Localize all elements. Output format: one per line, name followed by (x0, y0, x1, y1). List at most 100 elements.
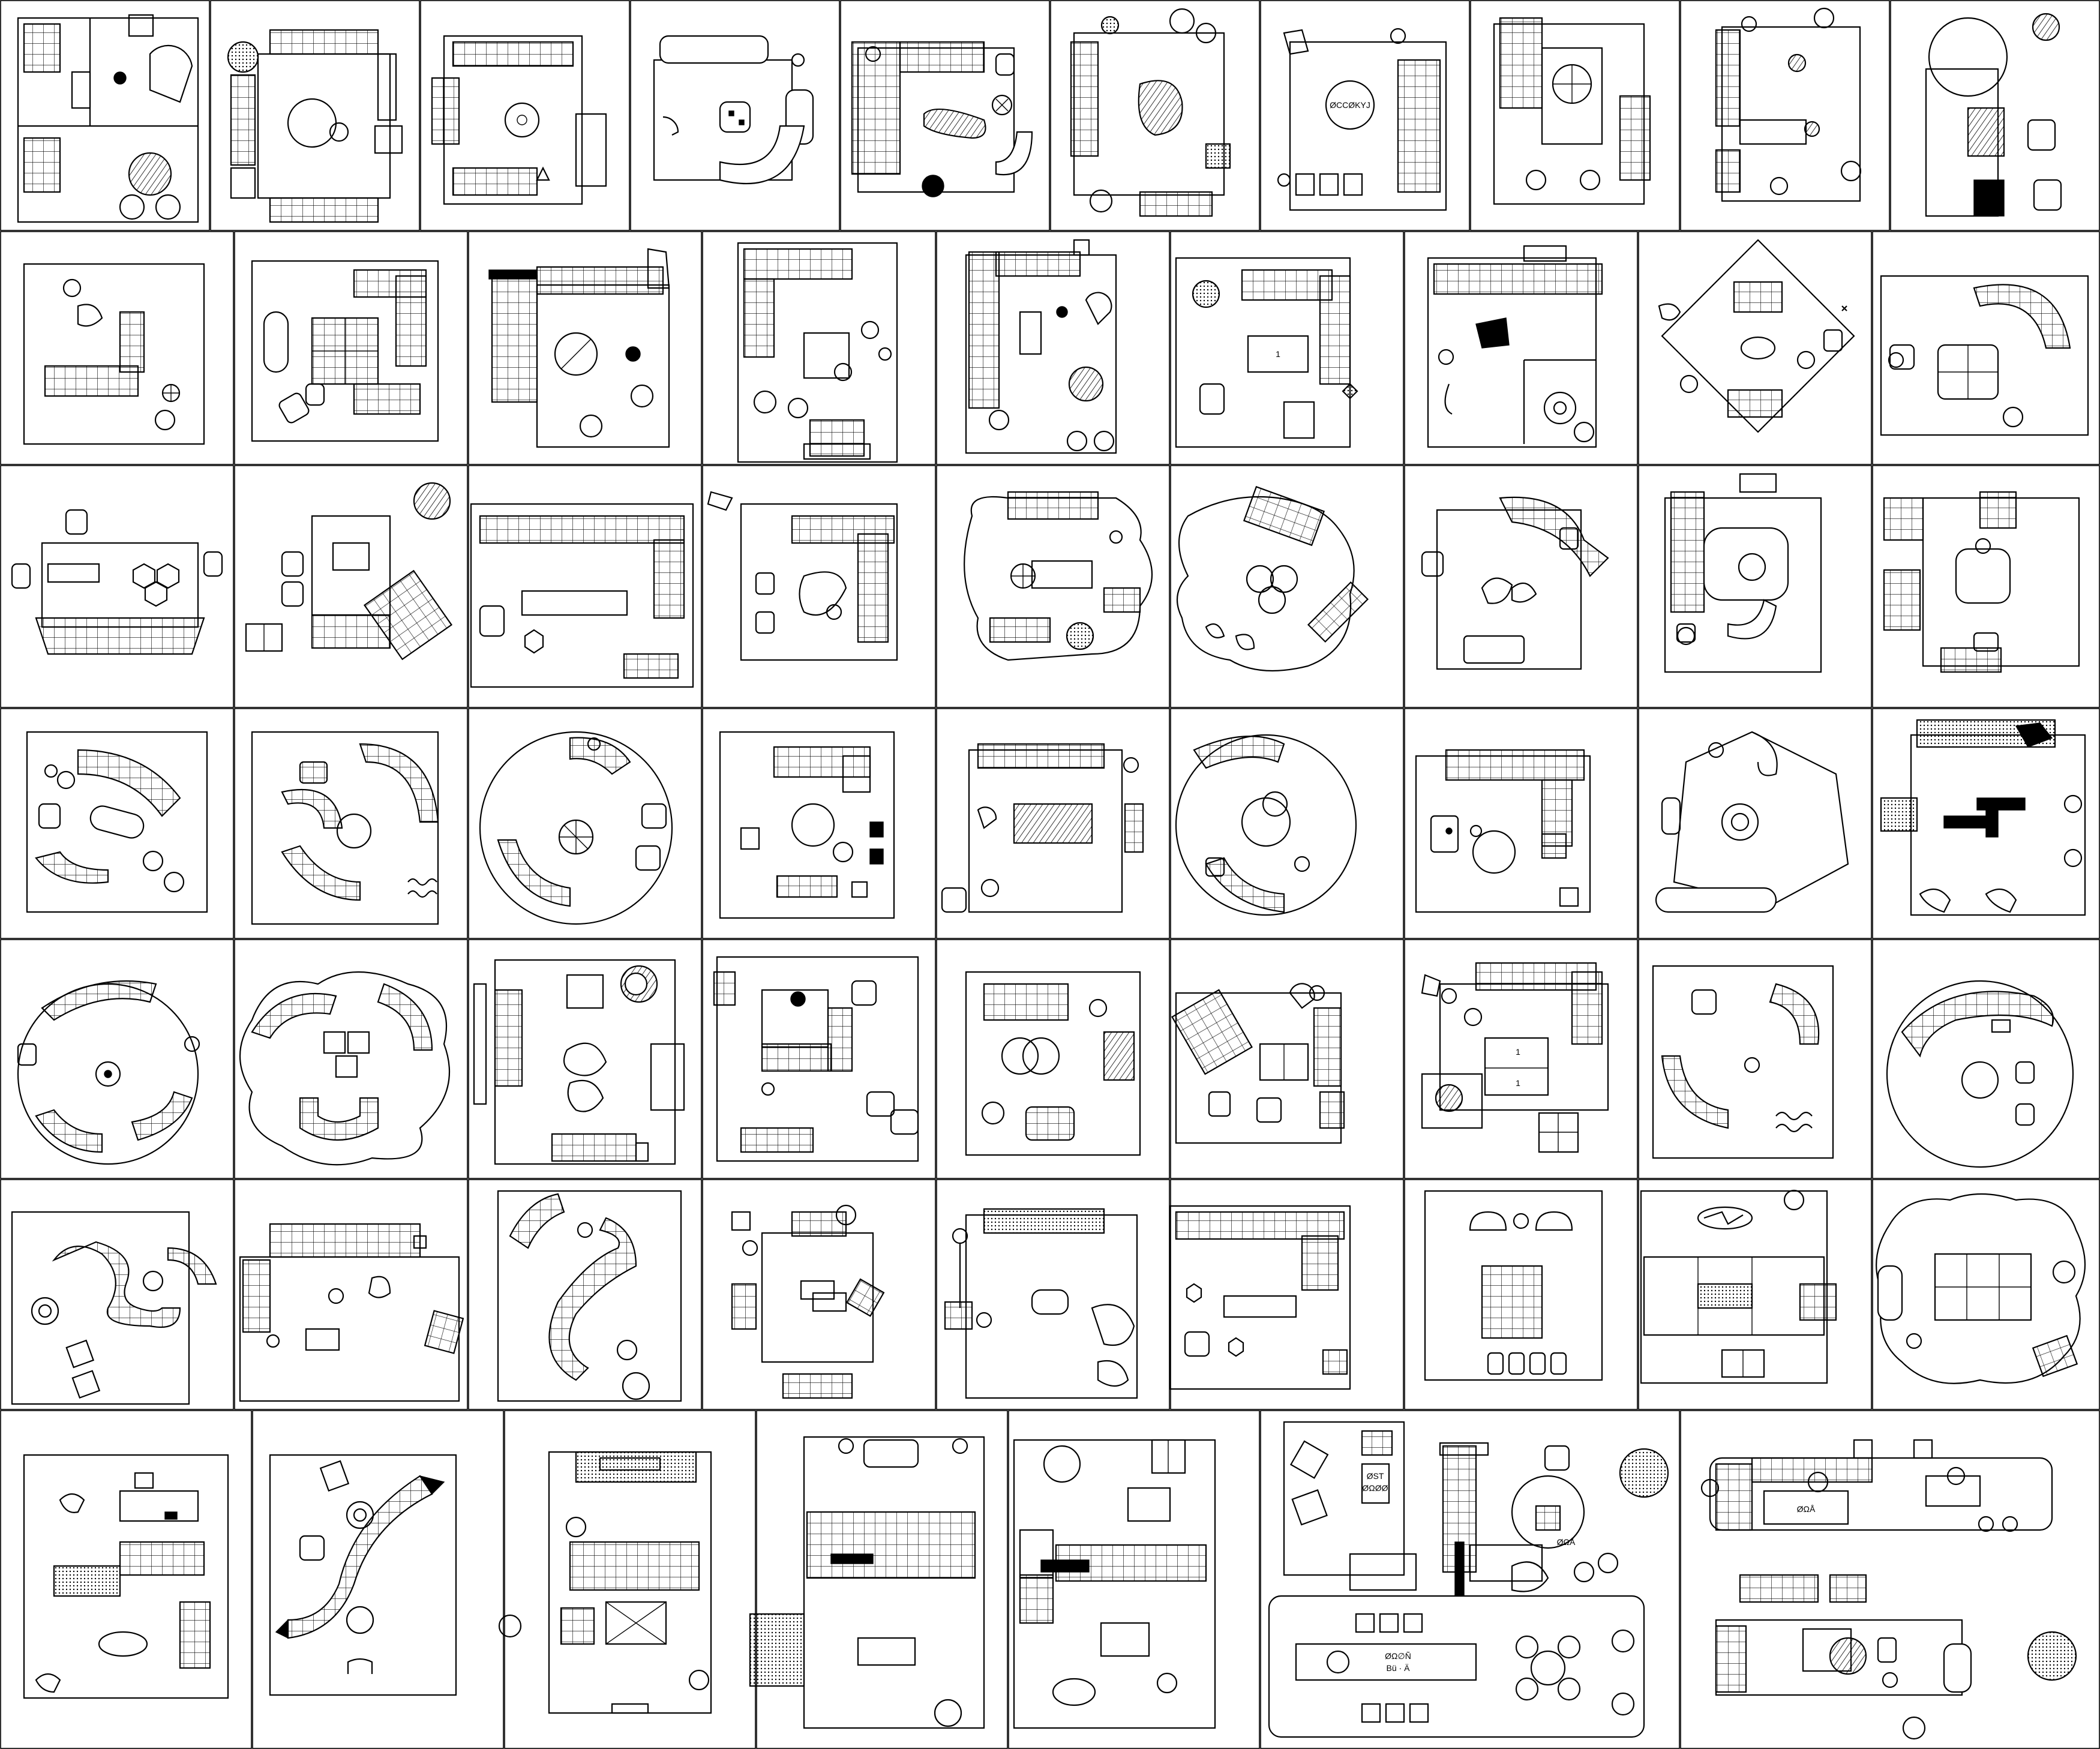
plan-r5-c1 (17, 980, 200, 1165)
plan-r6-c7 (1424, 1190, 1603, 1381)
plan-r5-c2 (239, 971, 451, 1166)
cell-frame-r6-c3 (468, 1179, 702, 1410)
cell-frame-r4-c7 (1404, 708, 1638, 939)
cell-frame-r4-c9 (1872, 708, 2100, 939)
cell-frame-r1-c1 (0, 0, 210, 231)
cell-frame-r2-c9 (1872, 231, 2100, 465)
plan-r3-c5 (964, 491, 1153, 661)
plan-r2-c6: 1 (1175, 257, 1358, 448)
plan-r5-c6 (1171, 983, 1345, 1144)
cell-frame-r5-c7 (1404, 939, 1638, 1179)
plan-r3-c1 (11, 509, 223, 655)
cell-frame-r4-c3 (468, 708, 702, 939)
plan-r1-c4 (653, 35, 814, 185)
cell-frame-r1-c10 (1890, 0, 2100, 231)
plan-r7-c1 (23, 1454, 229, 1699)
rug-text: ØCCØKYJ (1330, 100, 1370, 110)
cell-frame-r2-c4 (702, 231, 936, 465)
plan-r6-c2 (239, 1223, 464, 1402)
cell-frame-r3-c2 (234, 465, 468, 708)
cell-frame-r3-c8 (1638, 465, 1872, 708)
plan-r3-c4 (707, 491, 898, 661)
plan-r2-c2 (251, 260, 439, 442)
cell-frame-r7-c3 (504, 1410, 756, 1749)
plan-r7-c3 (498, 1451, 712, 1714)
plan-r4-c6 (1175, 734, 1357, 916)
table-mark-a: 1 (1516, 1047, 1520, 1057)
plan-r4-c1 (26, 731, 208, 913)
plan-r3-c6 (1176, 485, 1369, 672)
plan-r2-c4 (737, 242, 898, 463)
plan-r3-c2 (245, 482, 453, 661)
plan-r4-c5 (941, 743, 1144, 913)
cell-frame-r2-c8 (1638, 231, 1872, 465)
cell-frame-r1-c7 (1260, 0, 1470, 231)
cell-frame-r2-c1 (0, 231, 234, 465)
plan-r7-c5 (1013, 1439, 1216, 1729)
cell-frame-r3-c3 (468, 465, 702, 708)
cell-frame-r4-c5 (936, 708, 1170, 939)
cell-frame-r5-c5 (936, 939, 1170, 1179)
plan-r7-c7: ØΩÅ (1700, 1439, 2077, 1740)
cell-frame-r2-c3 (468, 231, 702, 465)
cell-frame-r3-c7 (1404, 465, 1638, 708)
cell-frame-r2-c2 (234, 231, 468, 465)
cell-frame-r5-c2 (234, 939, 468, 1179)
cell-frame-r4-c6 (1170, 708, 1404, 939)
plan-r5-c9 (1886, 980, 2074, 1168)
plan-r1-c7: ØCCØKYJ (1277, 28, 1447, 211)
plan-r5-c4 (713, 956, 919, 1162)
cell-frame-r6-c4 (702, 1179, 936, 1410)
table-mark: 1 (1276, 349, 1280, 359)
plan-r3-c3 (470, 503, 694, 688)
cell-frame-r7-c1 (0, 1410, 252, 1749)
plan-r5-c8 (1652, 965, 1834, 1159)
plan-r4-c8 (1655, 731, 1849, 913)
cell-frame-r4-c1 (0, 708, 234, 939)
plan-r7-c2 (269, 1454, 457, 1696)
plan-r3-c8 (1664, 473, 1822, 673)
cell-frame-r3-c4 (702, 465, 936, 708)
cell-frame-r3-c9 (1872, 465, 2100, 708)
plan-r4-c7 (1415, 749, 1591, 913)
cell-frame-r7-c5 (1008, 1410, 1260, 1749)
plan-r2-c1 (23, 263, 205, 445)
cell-frame-r4-c4 (702, 708, 936, 939)
plan-r6-c9 (1876, 1193, 2086, 1384)
plan-r5-c3 (473, 959, 685, 1165)
cell-frame-r3-c6 (1170, 465, 1404, 708)
table-mark-b: 1 (1516, 1078, 1520, 1088)
plan-r4-c3 (479, 731, 673, 925)
cell-frame-r5-c1 (0, 939, 234, 1179)
plan-r7-c4 (749, 1436, 985, 1729)
island-label: ØΩÅ (1797, 1504, 1816, 1514)
cell-frame-r5-c8 (1638, 939, 1872, 1179)
cell-frame-r6-c1 (0, 1179, 234, 1410)
plan-r3-c9 (1883, 491, 2080, 673)
cell-frame-r7-c7 (1680, 1410, 2100, 1749)
plan-r1-c9 (1715, 7, 1862, 202)
cell-frame-r1-c4 (630, 0, 840, 231)
cell-frame-r1-c8 (1470, 0, 1680, 231)
desk-label-b: ØΩØØ (1362, 1483, 1388, 1493)
plan-r2-c5 (965, 239, 1117, 454)
note-b: Bü · Ä (1387, 1663, 1411, 1673)
plan-r2-c9 (1880, 275, 2089, 436)
cell-frame-r6-c7 (1404, 1179, 1638, 1410)
plan-r1-c1 (17, 14, 199, 223)
plan-r4-c9 (1880, 719, 2086, 916)
plan-r6-c3 (497, 1190, 682, 1402)
cell-frame-r4-c2 (234, 708, 468, 939)
plan-r1-c2 (227, 29, 403, 223)
plan-r6-c5 (944, 1208, 1138, 1399)
cell-frame-r6-c8 (1638, 1179, 1872, 1410)
coffee-table-label: ØΩÅ (1557, 1537, 1576, 1547)
plan-r3-c7 (1421, 496, 1609, 670)
plan-r6-c1 (11, 1211, 217, 1405)
cell-frame-r1-c9 (1680, 0, 1890, 231)
plan-r1-c10 (1925, 13, 2062, 217)
cell-frame-r2-c7 (1404, 231, 1638, 465)
cell-frame-r5-c9 (1872, 939, 2100, 1179)
cell-frame-r5-c3 (468, 939, 702, 1179)
